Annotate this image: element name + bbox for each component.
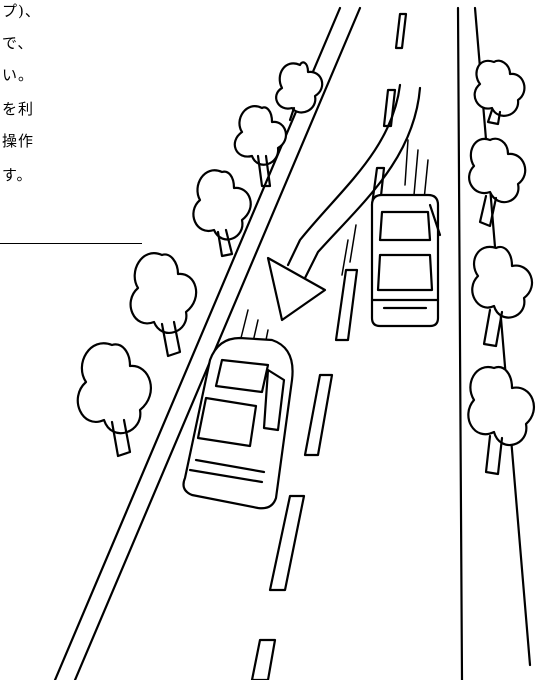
lane-dashes (250, 12, 408, 680)
car-ahead (370, 193, 442, 328)
lane-change-arrow-icon (266, 83, 422, 322)
text-line-3: い。 (2, 66, 35, 84)
left-trees (76, 61, 324, 458)
section-divider (0, 243, 142, 244)
text-line-6: す。 (2, 166, 33, 184)
text-line-4: を利 (2, 100, 35, 118)
text-line-5: 操作 (2, 132, 35, 150)
right-trees (467, 59, 536, 476)
text-line-1: プ)、 (2, 2, 41, 20)
right-road-edge (456, 6, 532, 680)
text-line-2: で、 (2, 34, 34, 52)
left-road-edge (53, 6, 362, 680)
changing-lane-car (182, 336, 294, 510)
